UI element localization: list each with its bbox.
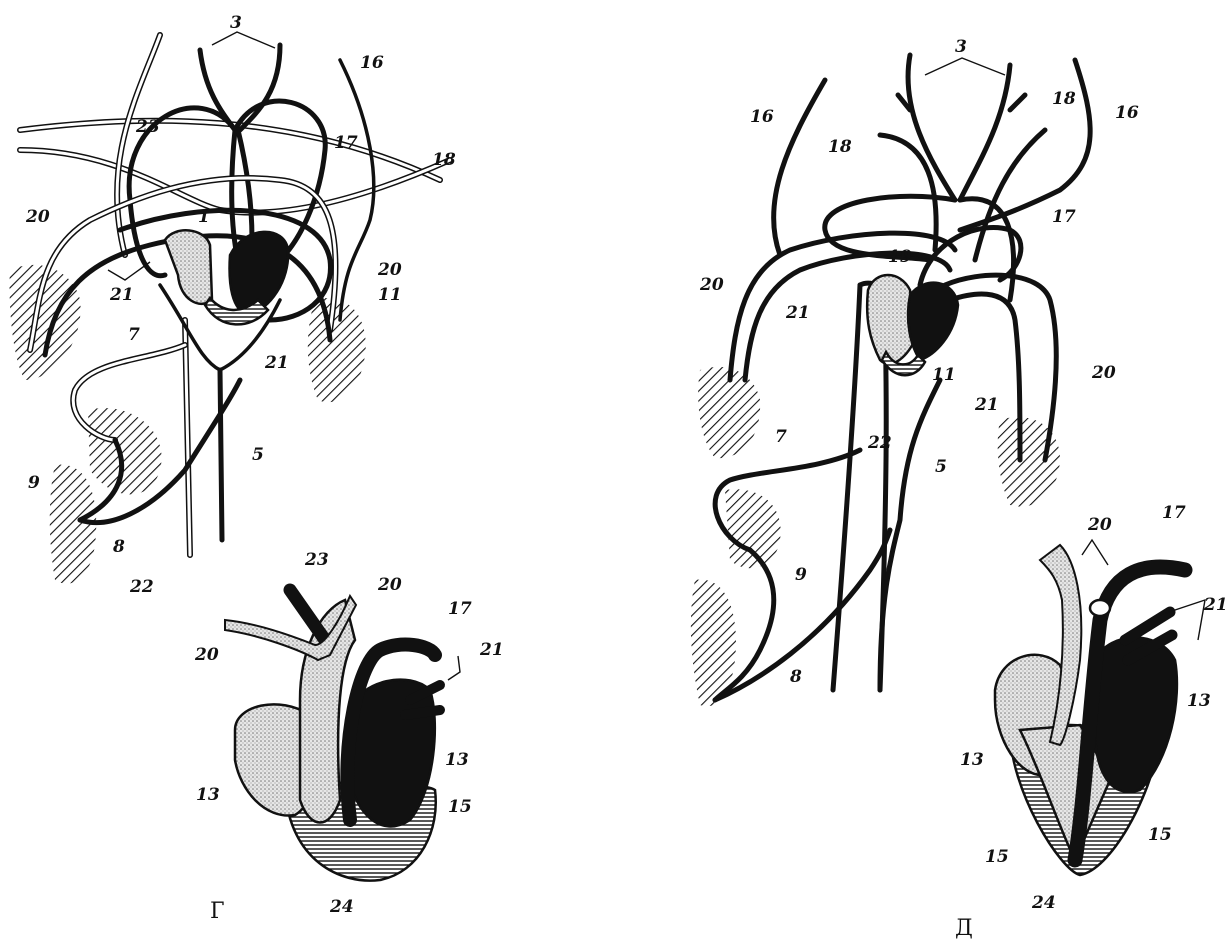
heart-d-small-dark — [908, 283, 958, 360]
label-d-13b: 13 — [960, 750, 984, 770]
heart-small-atrium — [165, 230, 212, 304]
label-g-16: 16 — [360, 53, 384, 73]
label-g-7: 7 — [128, 325, 140, 345]
label-g-15: 15 — [448, 797, 472, 817]
label-d-17a: 17 — [1052, 207, 1076, 227]
label-d-20c: 20 — [1087, 515, 1112, 535]
label-g-17b: 17 — [448, 599, 472, 619]
gill-area-lower — [88, 408, 162, 494]
label-d-11: 11 — [932, 365, 956, 385]
label-d-17b: 17 — [1162, 503, 1186, 523]
label-g-20c: 20 — [377, 575, 402, 595]
label-g-3: 3 — [230, 13, 242, 33]
label-g-22: 22 — [129, 577, 154, 597]
labels-panel-d: 3 18 16 16 18 17 19 20 21 11 20 21 7 22 … — [699, 37, 1228, 940]
label-g-21c: 21 — [479, 640, 504, 660]
label-d-21b: 21 — [974, 395, 999, 415]
label-d-16b: 16 — [1115, 103, 1139, 123]
label-d-21c: 21 — [1203, 595, 1228, 615]
caption-g: Г — [210, 899, 225, 924]
vessel-5 — [220, 370, 222, 540]
label-g-9: 9 — [28, 473, 40, 493]
vessel-22-d — [833, 285, 860, 690]
label-g-20d: 20 — [194, 645, 219, 665]
label-d-9: 9 — [795, 565, 807, 585]
label-g-11: 11 — [378, 285, 402, 305]
label-d-7: 7 — [775, 427, 787, 447]
label-d-18a: 18 — [1052, 89, 1076, 109]
label-d-21a: 21 — [785, 303, 810, 323]
label-d-22: 22 — [867, 433, 892, 453]
label-d-13a: 13 — [1187, 691, 1211, 711]
vessel-3-left — [200, 50, 235, 130]
label-g-17: 17 — [334, 133, 358, 153]
label-g-13a: 13 — [445, 750, 469, 770]
label-g-8: 8 — [112, 537, 125, 557]
label-d-19: 19 — [888, 247, 912, 267]
label-d-15a: 15 — [1148, 825, 1172, 845]
label-g-21b: 21 — [264, 353, 289, 373]
label-g-20b: 20 — [377, 260, 402, 280]
label-d-8: 8 — [789, 667, 802, 687]
panel-d-scheme — [691, 55, 1090, 706]
vessel-16-d-right — [960, 60, 1090, 230]
panel-g-scheme — [10, 35, 450, 584]
label-d-15b: 15 — [985, 847, 1009, 867]
panel-g-heart — [225, 590, 440, 881]
label-g-5: 5 — [252, 445, 264, 465]
label-d-20b: 20 — [1091, 363, 1116, 383]
label-g-23b: 23 — [304, 550, 329, 570]
label-g-1: 1 — [198, 207, 210, 227]
vessel-23-g — [290, 590, 325, 640]
label-g-18: 18 — [432, 150, 456, 170]
label-g-23: 23 — [135, 117, 160, 137]
label-d-18b: 18 — [828, 137, 852, 157]
gill-area-right — [308, 298, 366, 402]
label-g-13b: 13 — [196, 785, 220, 805]
label-g-20a: 20 — [25, 207, 50, 227]
label-d-24: 24 — [1031, 893, 1056, 913]
caption-d: Д — [955, 916, 973, 940]
label-g-24: 24 — [329, 897, 354, 917]
label-d-16a: 16 — [750, 107, 774, 127]
label-d-5: 5 — [935, 457, 947, 477]
label-d-3: 3 — [955, 37, 967, 57]
vessel-16-d-left — [774, 80, 825, 255]
label-g-21a: 21 — [109, 285, 134, 305]
label-d-20a: 20 — [699, 275, 724, 295]
